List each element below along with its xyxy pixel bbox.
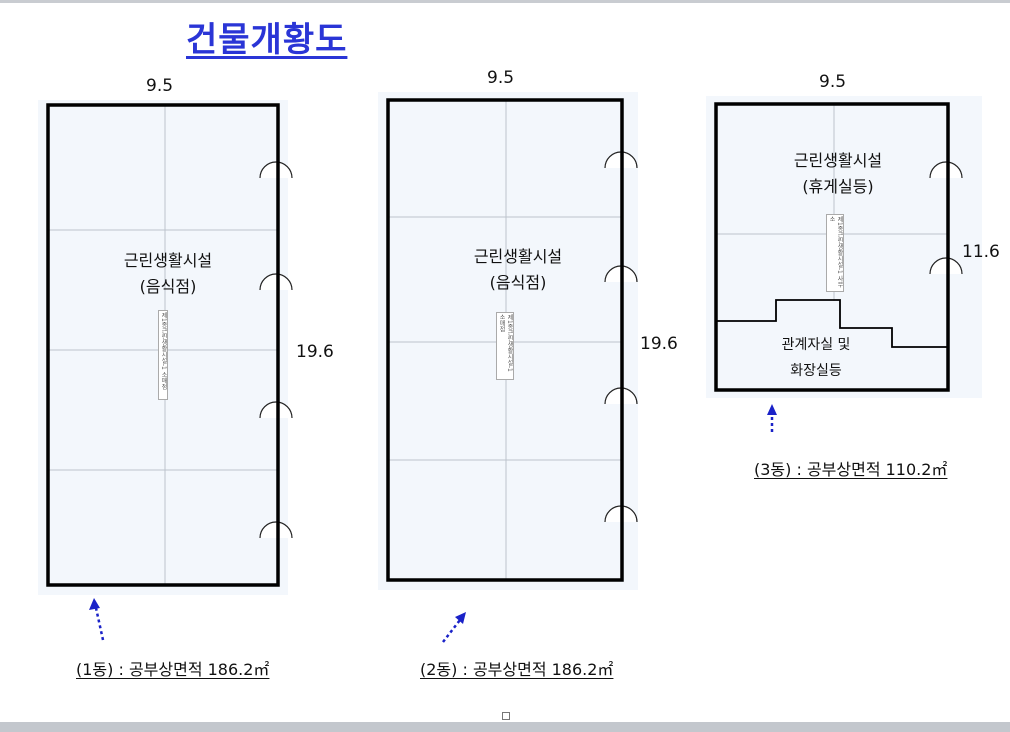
- arrow-icon: [442, 612, 466, 643]
- room-label: 근린생활시설 (음식점): [98, 248, 238, 300]
- page-title: 건물개황도: [186, 20, 348, 60]
- building-1-height-label: 19.6: [296, 342, 334, 362]
- building-2-caption: (2동) : 공부상면적 186.2㎡: [420, 660, 614, 679]
- building-3-drawing: [714, 102, 963, 392]
- door-arc: [929, 257, 963, 275]
- door-arc: [929, 161, 963, 179]
- building-2-plan: 근린생활시설 (음식점) 제1종근린생활시설-1 소매점: [378, 92, 638, 590]
- room-type: (음식점): [489, 273, 547, 292]
- building-1-width-label: 9.5: [146, 76, 174, 96]
- room-use: 근린생활시설: [123, 251, 213, 270]
- room-label: 근린생활시설 (휴게실등): [768, 148, 908, 200]
- building-2-width-label: 9.5: [487, 68, 515, 88]
- room-label: 근린생활시설 (음식점): [448, 244, 588, 296]
- building-3-caption: (3동) : 공부상면적 110.2㎡: [754, 460, 948, 479]
- building-3-height-label: 11.6: [962, 242, 1000, 262]
- sub-room-use: 관계자실 및: [781, 337, 851, 353]
- door-arc: [259, 161, 293, 179]
- room-use: 근린생활시설: [473, 247, 563, 266]
- sub-room-label: 관계자실 및 화장실등: [746, 332, 886, 384]
- building-2-height-label: 19.6: [640, 334, 678, 354]
- partition-wall: [716, 299, 948, 348]
- building-1-drawing: [46, 103, 293, 587]
- door-arc: [259, 273, 293, 291]
- building-outline: [714, 102, 950, 392]
- building-1-caption: (1동) : 공부상면적 186.2㎡: [76, 660, 270, 679]
- room-use: 근린생활시설: [793, 151, 883, 170]
- room-tag: 제1종근린생활시설-1 소매점: [158, 310, 168, 400]
- building-1-plan: 근린생활시설 (음식점) 제1종근린생활시설-1 소매점: [38, 100, 293, 595]
- building-outline: [386, 98, 624, 582]
- building-3-plan: 근린생활시설 (휴게실등) 제1종근린생활시설-1 사무소 관계자실 및 화장실…: [706, 96, 982, 398]
- bottom-bar: [0, 722, 1010, 732]
- sub-room-type: 화장실등: [790, 363, 842, 379]
- page-marker: [502, 712, 510, 720]
- door-arc: [259, 521, 293, 539]
- building-2-drawing: [386, 98, 638, 582]
- top-border: [0, 0, 1010, 3]
- arrow-icon: [767, 404, 777, 432]
- room-tag: 제1종근린생활시설-1 사무소: [826, 214, 844, 292]
- arrow-icon: [89, 598, 105, 641]
- door-arc: [259, 401, 293, 419]
- room-type: (음식점): [139, 277, 197, 296]
- building-3-width-label: 9.5: [819, 72, 847, 92]
- room-type: (휴게실등): [802, 177, 874, 196]
- building-outline: [46, 103, 280, 587]
- room-tag: 제1종근린생활시설-1 소매점: [496, 312, 514, 380]
